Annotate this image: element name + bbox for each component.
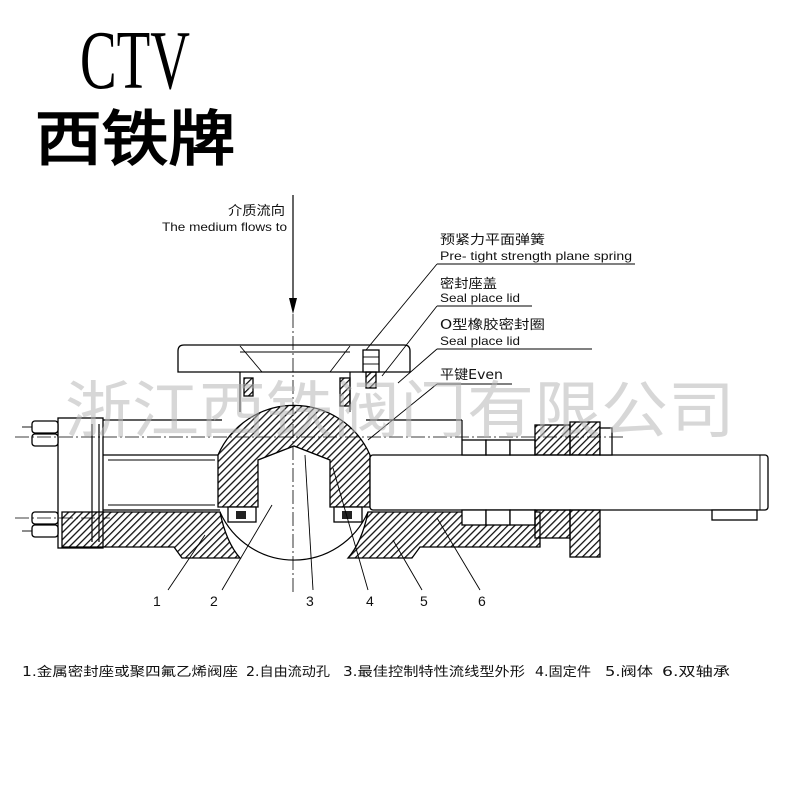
brand-code: CTV: [80, 14, 190, 107]
legend-item: 6.双轴承: [662, 665, 730, 680]
valve-body-lower-left: [61, 511, 242, 559]
top-cover: [177, 344, 411, 412]
gland: [534, 424, 571, 539]
gland-nut: [599, 427, 613, 456]
part-number: 4: [366, 593, 374, 609]
flow-label-cn: 介质流向: [228, 203, 285, 219]
callout-flat-key: 平键Even: [367, 368, 512, 441]
callout-plane-spring: 预紧力平面弹簧 Pre- tight strength plane spring: [365, 232, 635, 351]
legend-item: 3.最佳控制特性流线型外形: [343, 665, 525, 680]
bearing-ring: [569, 421, 601, 558]
flow-arrow-icon: [289, 195, 297, 314]
callout-o-ring: O型橡胶密封圈 Seal place lid: [397, 317, 592, 384]
callout-cn: 平键Even: [440, 368, 503, 383]
callout-en: Seal place lid: [440, 334, 520, 348]
seat-right: [333, 506, 363, 523]
centerlines: [15, 314, 625, 592]
flow-label-en: The medium flows to: [162, 220, 287, 234]
legend-item: 5.阀体: [605, 665, 653, 680]
watermark: 浙江西铁阀门有限公司: [65, 374, 735, 447]
parts-legend: 1.金属密封座或聚四氟乙烯阀座 2.自由流动孔 3.最佳控制特性流线型外形 4.…: [22, 664, 730, 680]
part-leaders: [167, 454, 481, 591]
callout-seal-lid: 密封座盖 Seal place lid: [381, 276, 532, 377]
callout-cn: 预紧力平面弹簧: [440, 232, 545, 248]
neck-fastener-right: [339, 377, 351, 407]
legend-item: 4.固定件: [535, 665, 591, 680]
callout-en: Seal place lid: [440, 291, 520, 305]
neck-fastener-left: [243, 377, 254, 397]
part-number: 3: [306, 593, 314, 609]
flange-bolts: [22, 420, 59, 538]
part-number: 6: [478, 593, 486, 609]
ball-lower-arc: [219, 511, 369, 561]
callout-en: Pre- tight strength plane spring: [440, 249, 632, 263]
part-number: 5: [420, 593, 428, 609]
bore-passage: [103, 454, 220, 511]
packing-rings: [461, 439, 536, 526]
callout-cn: 密封座盖: [440, 276, 497, 292]
part-number: 2: [210, 593, 218, 609]
legend-item: 2.自由流动孔: [246, 665, 330, 680]
seat-left: [227, 506, 257, 523]
brand-name: 西铁牌: [35, 107, 235, 173]
part-number: 1: [153, 593, 161, 609]
callout-cn: O型橡胶密封圈: [440, 317, 545, 333]
legend-item: 1.金属密封座或聚四氟乙烯阀座: [22, 664, 238, 680]
plane-spring: [362, 349, 380, 389]
